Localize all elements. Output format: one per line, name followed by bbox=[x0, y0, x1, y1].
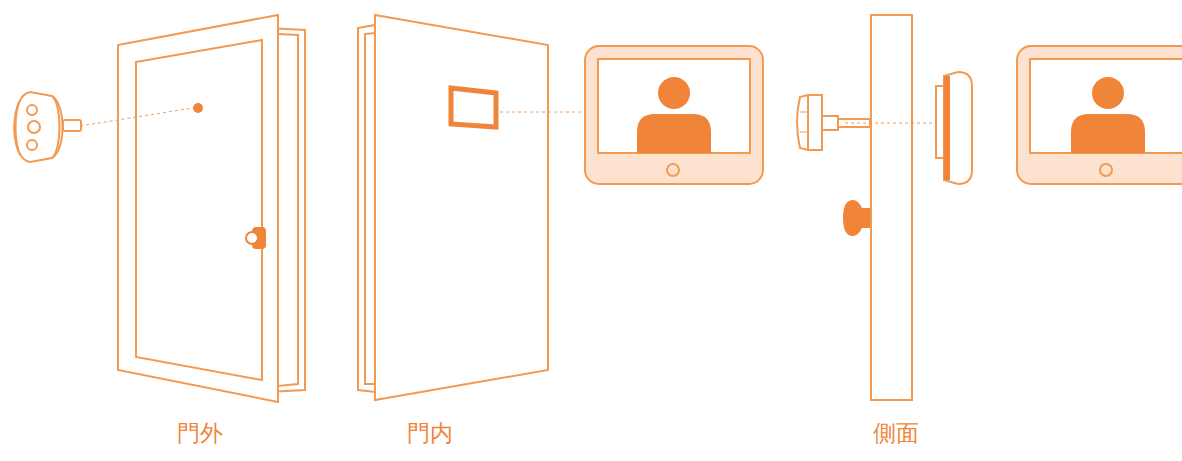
camera-unit bbox=[14, 92, 81, 162]
indoor-monitor bbox=[585, 46, 763, 184]
side-monitor-plate bbox=[936, 72, 972, 184]
side-view bbox=[797, 15, 1182, 400]
side-monitor bbox=[1017, 46, 1182, 184]
outside-door bbox=[14, 15, 305, 402]
inside-door bbox=[358, 15, 590, 400]
view-caption: 門内 bbox=[407, 418, 453, 449]
view-caption: 門外 bbox=[177, 418, 223, 449]
view-caption: 側面 bbox=[873, 418, 919, 449]
